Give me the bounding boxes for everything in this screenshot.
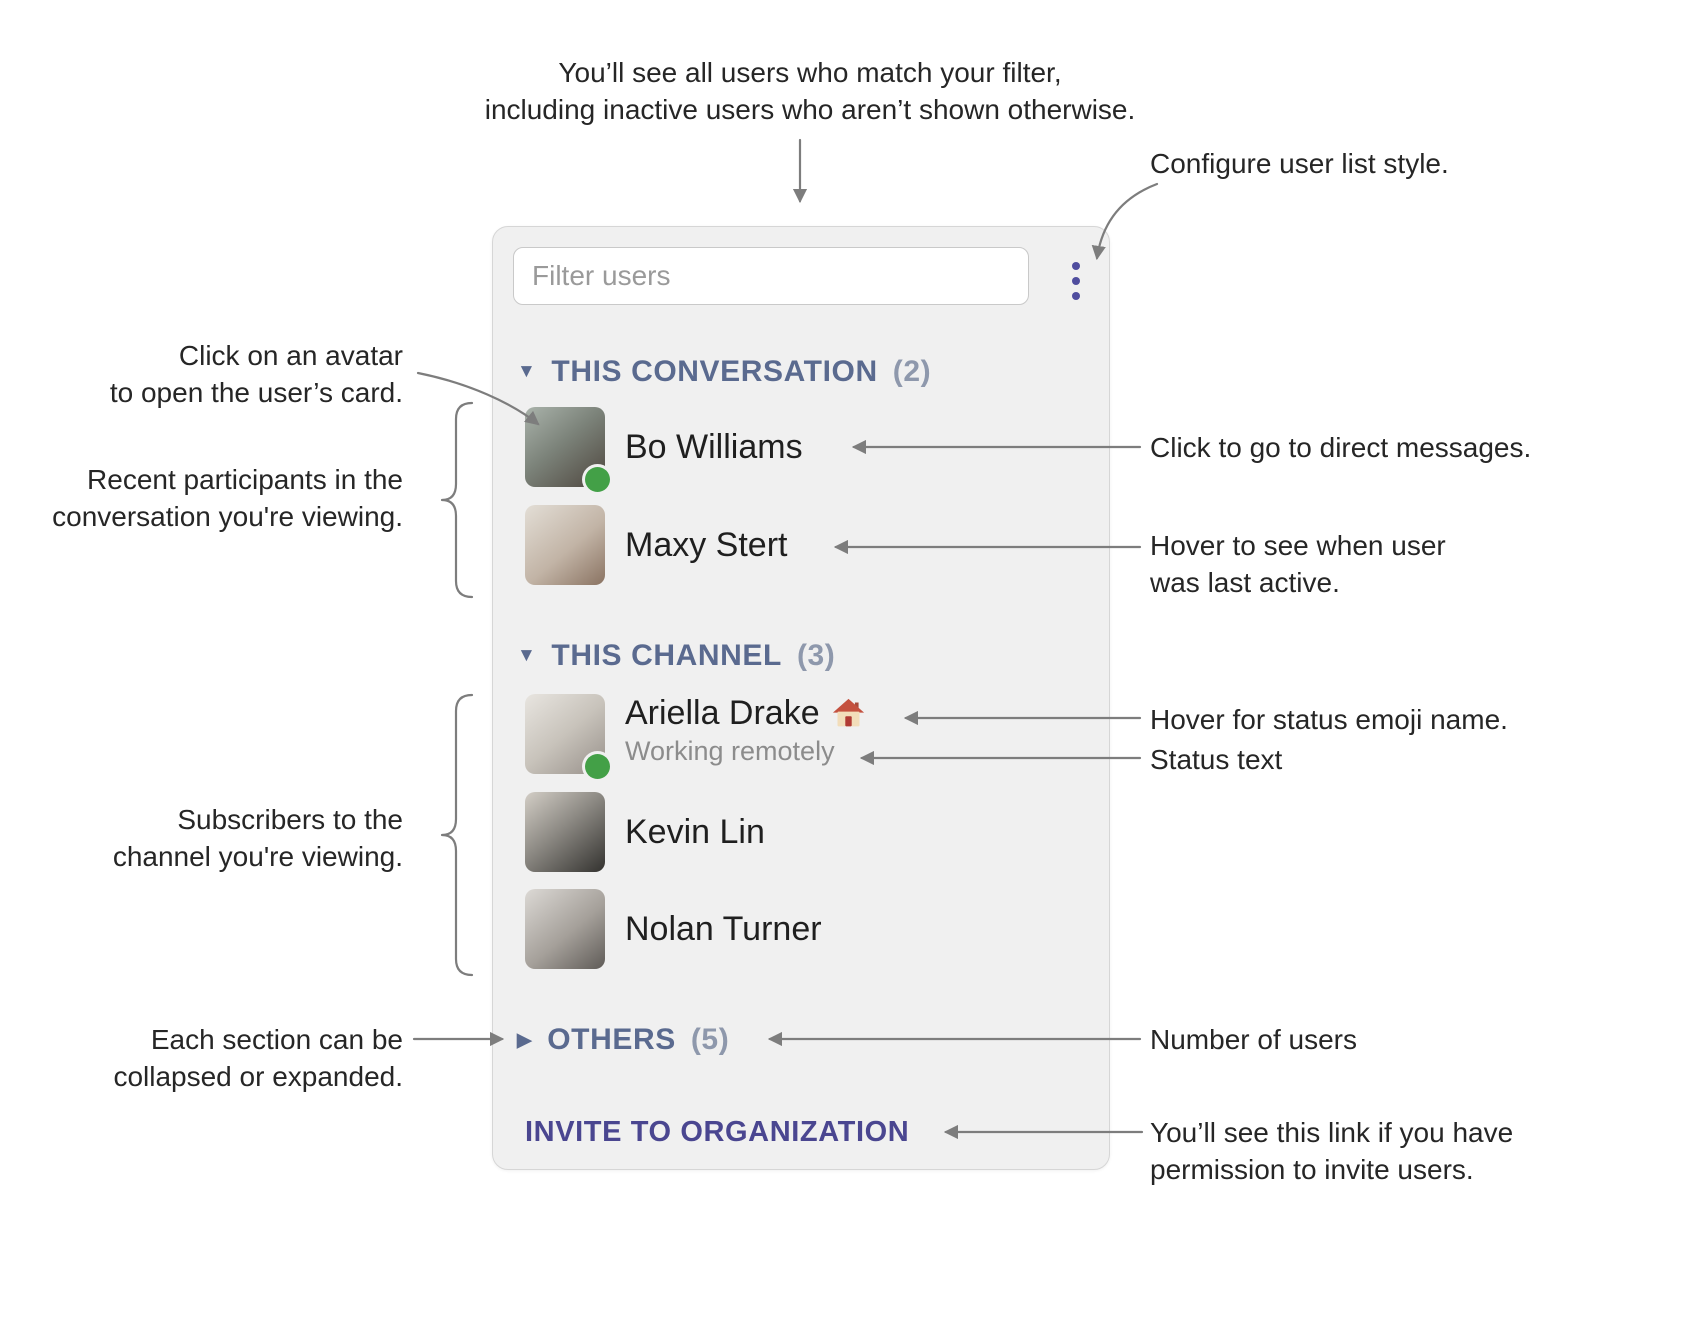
caret-right-icon: ▶ bbox=[517, 1029, 533, 1051]
house-emoji-icon bbox=[832, 698, 864, 727]
filter-note: You’ll see all users who match your filt… bbox=[484, 57, 1136, 125]
section-count: (2) bbox=[892, 355, 932, 388]
invite-to-organization-link[interactable]: INVITE TO ORGANIZATION bbox=[525, 1116, 910, 1148]
count-note: Number of users bbox=[1150, 1024, 1357, 1055]
avatar[interactable] bbox=[525, 407, 610, 492]
online-status-dot bbox=[585, 467, 610, 492]
filter-users-input[interactable] bbox=[513, 247, 1029, 305]
collapse-note: Each section can be collapsed or expande… bbox=[113, 1024, 403, 1092]
participants-note: Recent participants in the conversation … bbox=[52, 464, 403, 532]
user-name[interactable]: Nolan Turner bbox=[625, 909, 822, 948]
subscribers-note: Subscribers to the channel you're viewin… bbox=[112, 804, 403, 872]
avatar[interactable] bbox=[525, 694, 610, 779]
user-name[interactable]: Bo Williams bbox=[625, 427, 803, 466]
section-title: THIS CHANNEL bbox=[551, 639, 782, 672]
user-name[interactable]: Kevin Lin bbox=[625, 812, 765, 851]
dm-note: Click to go to direct messages. bbox=[1150, 432, 1532, 463]
section-title: THIS CONVERSATION bbox=[551, 355, 878, 388]
user-name[interactable]: Maxy Stert bbox=[625, 525, 788, 564]
section-count: (3) bbox=[796, 639, 836, 672]
user-row-nolan-turner[interactable]: Nolan Turner bbox=[525, 889, 822, 969]
user-name[interactable]: Ariella Drake bbox=[625, 694, 820, 732]
status-emoji-note: Hover for status emoji name. bbox=[1150, 704, 1508, 735]
user-row-bo-williams[interactable]: Bo Williams bbox=[525, 407, 803, 492]
user-row-ariella-drake[interactable]: Ariella Drake Working remotely bbox=[525, 694, 865, 779]
online-status-dot bbox=[585, 754, 610, 779]
avatar[interactable] bbox=[525, 505, 605, 585]
section-count: (5) bbox=[690, 1023, 730, 1056]
caret-down-icon: ▼ bbox=[517, 645, 537, 666]
avatar-note: Click on an avatar to open the user’s ca… bbox=[109, 340, 403, 408]
user-list-panel: ▼ THIS CONVERSATION (2) Bo Williams Maxy… bbox=[492, 226, 1110, 1170]
section-others[interactable]: ▶ OTHERS (5) bbox=[517, 1023, 729, 1057]
user-row-maxy-stert[interactable]: Maxy Stert bbox=[525, 505, 787, 585]
caret-down-icon: ▼ bbox=[517, 361, 537, 382]
section-this-conversation[interactable]: ▼ THIS CONVERSATION (2) bbox=[517, 355, 931, 389]
user-row-kevin-lin[interactable]: Kevin Lin bbox=[525, 792, 765, 872]
avatar[interactable] bbox=[525, 889, 605, 969]
user-list-style-menu-icon[interactable] bbox=[1070, 260, 1082, 302]
section-this-channel[interactable]: ▼ THIS CHANNEL (3) bbox=[517, 639, 835, 673]
section-title: OTHERS bbox=[547, 1023, 676, 1056]
avatar[interactable] bbox=[525, 792, 605, 872]
invite-note: You’ll see this link if you have permiss… bbox=[1150, 1117, 1514, 1185]
last-active-note: Hover to see when user was last active. bbox=[1150, 530, 1446, 598]
user-status-text: Working remotely bbox=[625, 736, 835, 766]
status-text-note: Status text bbox=[1150, 744, 1283, 775]
configure-note: Configure user list style. bbox=[1150, 148, 1449, 179]
